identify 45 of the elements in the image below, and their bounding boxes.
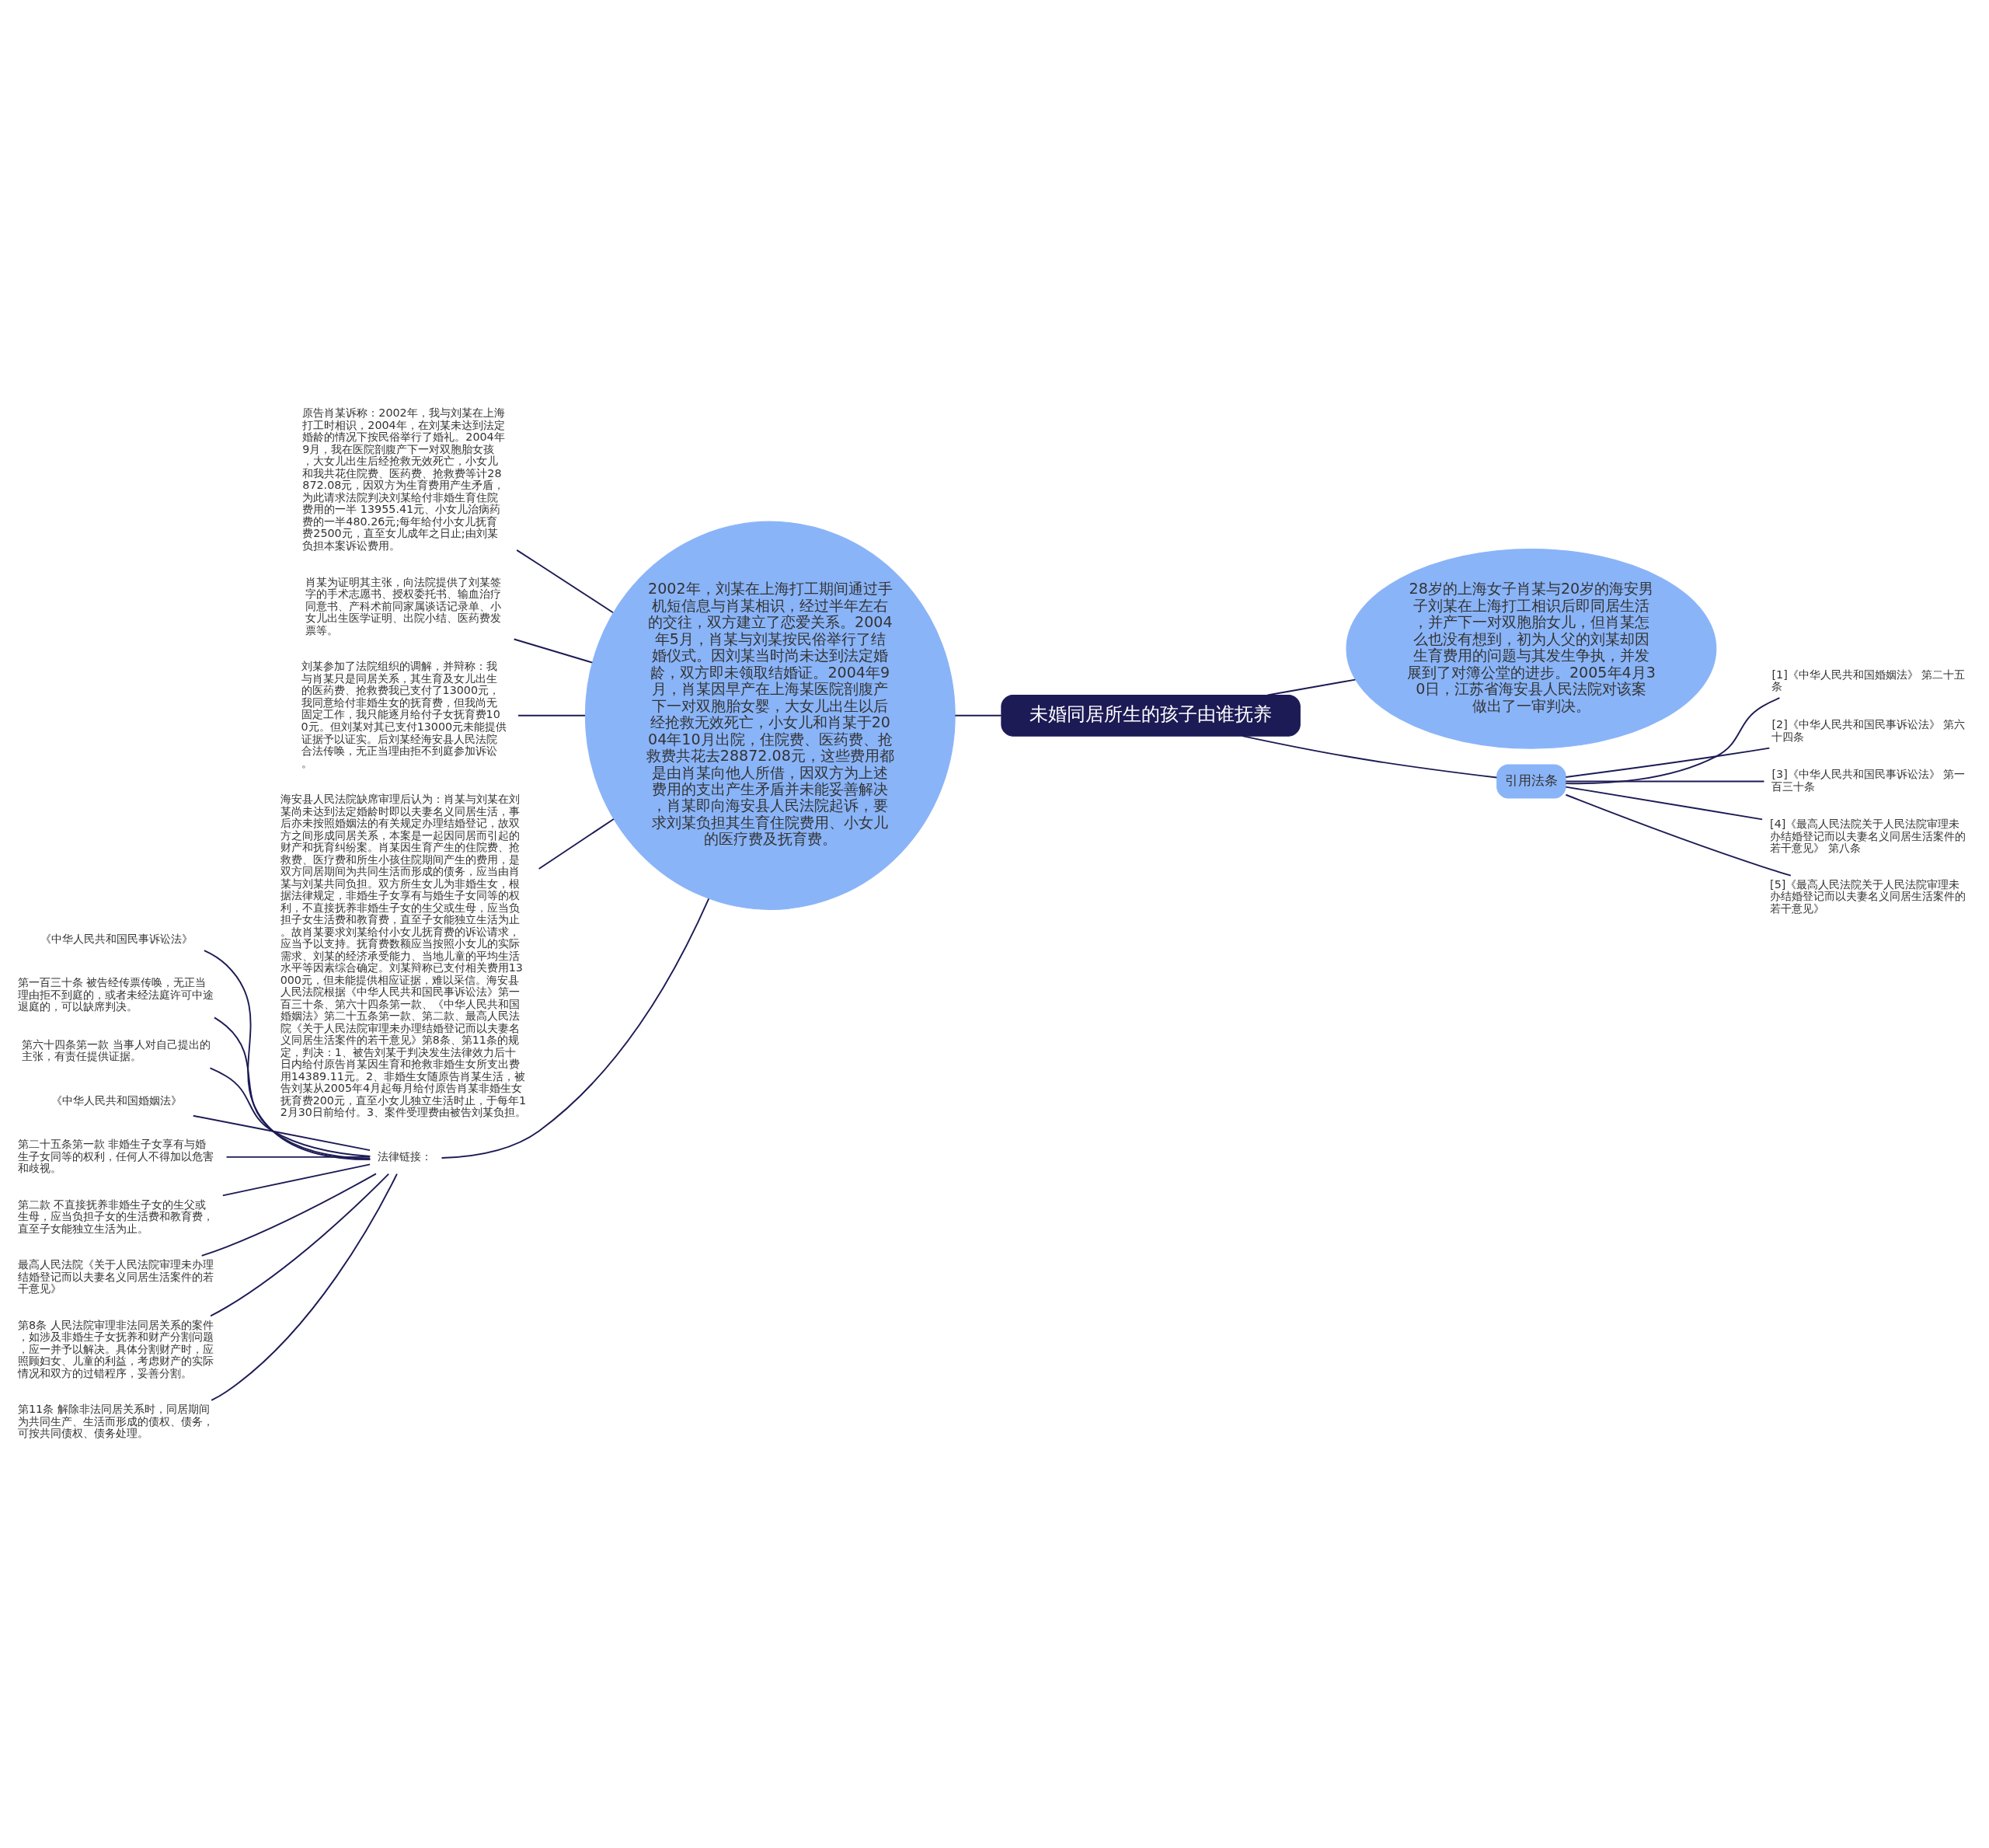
connector — [1565, 747, 1771, 778]
node-text: 第二十五条第一款 非婚生子女享有与婚生子女同等的权利，任何人不得加以危害和歧视。 — [17, 1138, 214, 1175]
connector — [1266, 678, 1357, 696]
connector — [1565, 780, 1765, 783]
connector — [1565, 793, 1792, 877]
node-text: 原告肖某诉称：2002年，我与刘某在上海打工时相识，2004年，在刘某未达到法定婚龄的情况下按民俗举行了婚礼。2004年9月，我在医院剖腹产下一对双胞胎女孩，大女儿出生后经抢救无效死亡，小女儿和我共花住院费、医药费、抢救费等计28872.08元，因双方为生育费用产生矛盾，为此请求法院判决刘某给付非婚生育住院费用的一半 13955.41元、小女儿治病药费的一半480.26元;每年给付小女儿抚育费2500元，直至女儿成年之日止;由刘某负担本案诉讼费用。 — [302, 406, 505, 552]
node-text: 《中华人民共和国民事诉讼法》 — [40, 933, 193, 946]
connector — [214, 1016, 371, 1159]
node-text: 第一百三十条 被告经传票传唤，无正当理由拒不到庭的，或者未经法庭许可中途退庭的，可以缺席判决。 — [17, 976, 214, 1013]
connector — [513, 638, 594, 664]
node-text: 海安县人民法院缺席审理后认为：肖某与刘某在刘某尚未达到法定婚龄时即以夫妻名义同居生活，事后亦未按照婚姻法的有关规定办理结婚登记，故双方之间形成同居关系，本案是一起因同居而引起的财产和抚育纠纷案。肖某因生育产生的住院费、抢救费、医疗费和所生小孩住院期间产生的费用，是双方同居期间为共同生活而形成的债务，应当由肖某与刘某共同负担。双方所生女儿为非婚生女，根据法律规定，非婚生子女享有与婚生子女同等的权利，不直接抚养非婚生子女的生父或生母，应当负担子女生活费和教育费，直至子女能独立生活为止。故肖某要求刘某给付小女儿抚育费的诉讼请求，应当予以支持。抚育费数额应当按照小女儿的实际需求、刘某的经济承受能力、当地儿童的平均生活水平等因素综合确定。刘某辩称已支付相关费用13000元，但未能提供相应证据，难以采信。海安县人民法院根据《中华人民共和国民事诉讼法》第一百三十条、第六十四条第一款、《中华人民共和国婚姻法》第二十五条第一款、第二款、最高人民法院《关于人民法院审理未办理结婚登记而以夫妻名义同居生活案件的若干意见》第8条、第11条的规定，判决：1、被告刘某于判决发生法律效力后十日内给付原告肖某因生育和抢救非婚生女所支出费用14389.11元。2、非婚生女随原告肖某生活，被告刘某从2005年4月起每月给付原告肖某非婚生女抚育费200元，直至小女儿独立生活时止，于每年12月30日前给付。3、案件受理费由被告刘某负担。 — [280, 793, 527, 1119]
connector — [203, 950, 371, 1161]
connector — [1565, 786, 1764, 821]
node-text: 《中华人民共和国婚姻法》 — [51, 1093, 182, 1107]
connector — [221, 1163, 371, 1197]
node-text: [2]《中华人民共和国民事诉讼法》 第六十四条 — [1771, 718, 1966, 743]
node-text: 第8条 人民法院审理非法同居关系的案件，如涉及非婚生子女抚养和财产分割问题，应一并予以解决。具体分割财产时，应照顾妇女、儿童的利益，考虑财产的实际情况和双方的过错程序，妥善分割。 — [17, 1318, 214, 1379]
connector — [1242, 735, 1498, 779]
connector — [516, 549, 614, 614]
connector — [192, 1114, 371, 1152]
node-circle: 2002年，刘某在上海打工期间通过手机短信息与肖某相识，经过半年左右的交往，双方建立了恋爱关系。2004年5月，肖某与刘某按民俗举行了结婚仪式。因刘某当时尚未达到法定婚龄，双方即未领取结婚证。2004年9月，肖某因早产在上海某医院剖腹产下一对双胞胎女婴，大女儿出生以后经抢救无效死亡，小女儿和肖某于2004年10月出院，住院费、医药费、抢救费共花去28872.08元，这些费用都是由肖某向他人所借，因双方为上述费用的支出产生矛盾并未能妥善解决，肖某即向海安县人民法院起诉，要求刘某负担其生育住院费用、小女儿的医疗费及抚育费。 — [584, 521, 956, 910]
node-text: [4]《最高人民法院关于人民法院审理未办结婚登记而以夫妻名义同居生活案件的若干意见》 第八条 — [1770, 818, 1966, 855]
connector — [517, 714, 586, 717]
node-ellipse: 28岁的上海女子肖某与20岁的海安男子刘某在上海打工相识后即同居生活，并产下一对双胞胎女儿，但肖某怎么也没有想到，初为人父的刘某却因生育费用的问题与其发生争执，并发展到了对簿公堂的进步。2005年4月30日，江苏省海安县人民法院对该案做出了一审判决。 — [1346, 549, 1717, 749]
connector — [210, 1173, 390, 1317]
node-text: 肖某为证明其主张，向法院提供了刘某签字的手术志愿书、授权委托书、输血治疗同意书、产科术前同家属谈话记录单、小女儿出生医学证明、出院小结、医药费发票等。 — [305, 575, 501, 636]
node-text: 法律链接： — [377, 1149, 432, 1163]
node-text: 最高人民法院《关于人民法院审理未办理结婚登记而以夫妻名义同居生活案件的若干意见》 — [17, 1258, 214, 1295]
node-text: [5]《最高人民法院关于人民法院审理未办结婚登记而以夫妻名义同居生活案件的若干意见》 — [1770, 877, 1966, 915]
node-text: 刘某参加了法院组织的调解，并辩称：我与肖某只是同居关系，其生育及女儿出生的医药费、抢救费我已支付了13000元，我同意给付非婚生女的抚育费，但我尚无固定工作，我只能逐月给付子女抚育费100元。但刘某对其已支付13000元未能提供证据予以证实。后刘某经海安县人民法院合法传唤，无正当理由拒不到庭参加诉讼。 — [301, 660, 507, 769]
connector — [538, 818, 615, 870]
node-text: [3]《中华人民共和国民事诉讼法》 第一百三十条 — [1771, 768, 1966, 793]
node-text: [1]《中华人民共和国婚姻法》 第二十五条 — [1771, 668, 1966, 693]
connector — [211, 1173, 398, 1401]
node-text: 第二款 不直接抚养非婚生子女的生父或生母，应当负担子女的生活费和教育费，直至子女能独立生活为止。 — [17, 1198, 214, 1235]
node-text: 第11条 解除非法同居关系时，同居期间为共同生产、生活而形成的债权、债务，可按共同债权、债务处理。 — [17, 1403, 214, 1440]
connector — [225, 1156, 371, 1158]
node-box: 未婚同居所生的孩子由谁抚养 — [1001, 694, 1301, 737]
connector — [209, 1067, 371, 1158]
connector — [200, 1173, 377, 1257]
node-box: 引用法条 — [1496, 764, 1566, 799]
node-text: 第六十四条第一款 当事人对自己提出的主张，有责任提供证据。 — [22, 1037, 211, 1063]
connector — [441, 898, 710, 1159]
connector — [954, 714, 1002, 717]
connector — [1565, 697, 1781, 785]
